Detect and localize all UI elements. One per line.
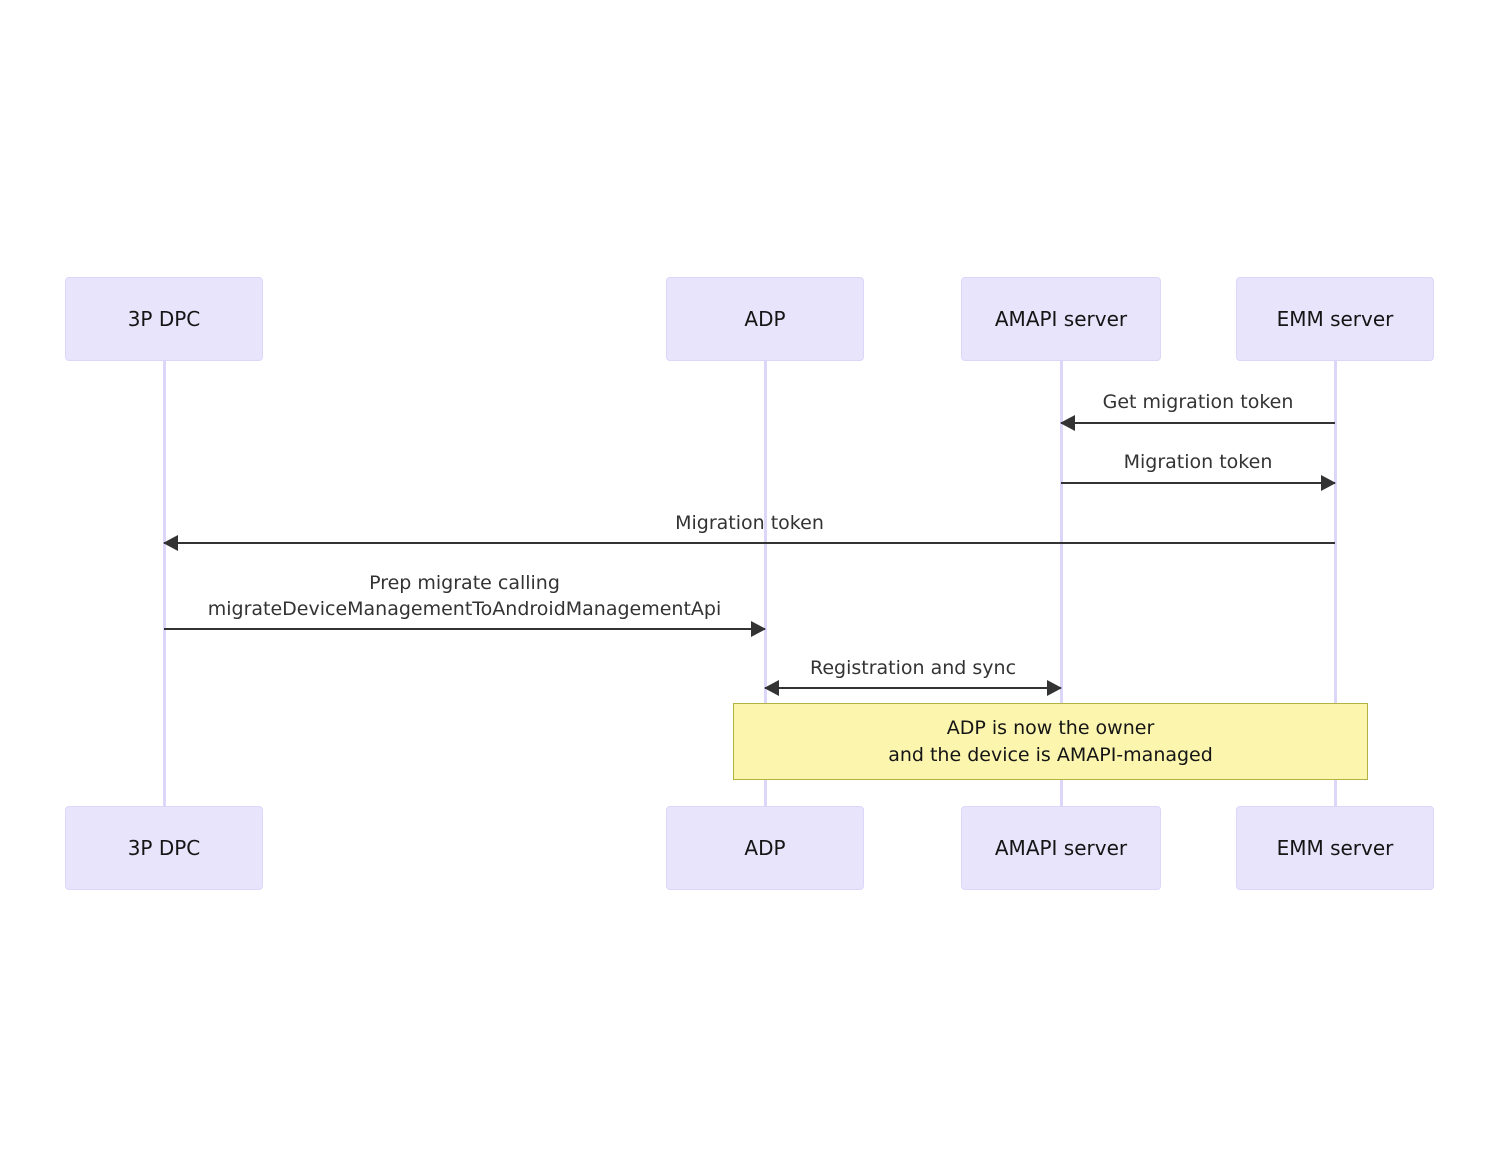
actor-box-bottom-adp[interactable]: ADP — [666, 806, 864, 890]
actor-box-top-emm-server[interactable]: EMM server — [1236, 277, 1434, 361]
actor-box-bottom-3p-dpc[interactable]: 3P DPC — [65, 806, 263, 890]
message-label-registration-and-sync: Registration and sync — [809, 657, 1017, 679]
actor-label-amapi-server-bottom: AMAPI server — [994, 836, 1128, 860]
message-label-prep-migrate: Prep migrate calling migrateDeviceManage… — [207, 572, 722, 620]
arrow-line — [164, 542, 1335, 544]
arrow-head-right — [751, 621, 766, 637]
arrow-head-left — [1060, 415, 1075, 431]
arrow-line — [1061, 422, 1335, 424]
arrow-line — [1061, 482, 1335, 484]
arrow-head-right — [1047, 680, 1062, 696]
message-label-get-migration-token: Get migration token — [1102, 391, 1294, 413]
note-adp-owner: ADP is now the owner and the device is A… — [733, 703, 1368, 780]
actor-label-emm-server: EMM server — [1276, 307, 1394, 331]
arrow-line — [164, 628, 765, 630]
lifeline-amapi-server — [1060, 361, 1063, 807]
actor-box-top-adp[interactable]: ADP — [666, 277, 864, 361]
lifeline-emm-server — [1334, 361, 1337, 807]
actor-label-3p-dpc-bottom: 3P DPC — [127, 836, 201, 860]
arrow-head-left — [163, 535, 178, 551]
actor-label-amapi-server: AMAPI server — [994, 307, 1128, 331]
arrow-head-right — [1321, 475, 1336, 491]
lifeline-3p-dpc — [163, 361, 166, 807]
message-label-migration-token-emm-dpc: Migration token — [675, 512, 824, 534]
actor-label-emm-server-bottom: EMM server — [1276, 836, 1394, 860]
actor-label-adp: ADP — [744, 307, 786, 331]
arrow-line — [765, 687, 1061, 689]
actor-label-adp-bottom: ADP — [744, 836, 786, 860]
lifeline-adp — [764, 361, 767, 807]
actor-box-top-3p-dpc[interactable]: 3P DPC — [65, 277, 263, 361]
actor-box-bottom-amapi-server[interactable]: AMAPI server — [961, 806, 1161, 890]
actor-box-top-amapi-server[interactable]: AMAPI server — [961, 277, 1161, 361]
message-label-migration-token-amapi-emm: Migration token — [1123, 451, 1273, 473]
actor-label-3p-dpc: 3P DPC — [127, 307, 201, 331]
arrow-head-left — [764, 680, 779, 696]
actor-box-bottom-emm-server[interactable]: EMM server — [1236, 806, 1434, 890]
